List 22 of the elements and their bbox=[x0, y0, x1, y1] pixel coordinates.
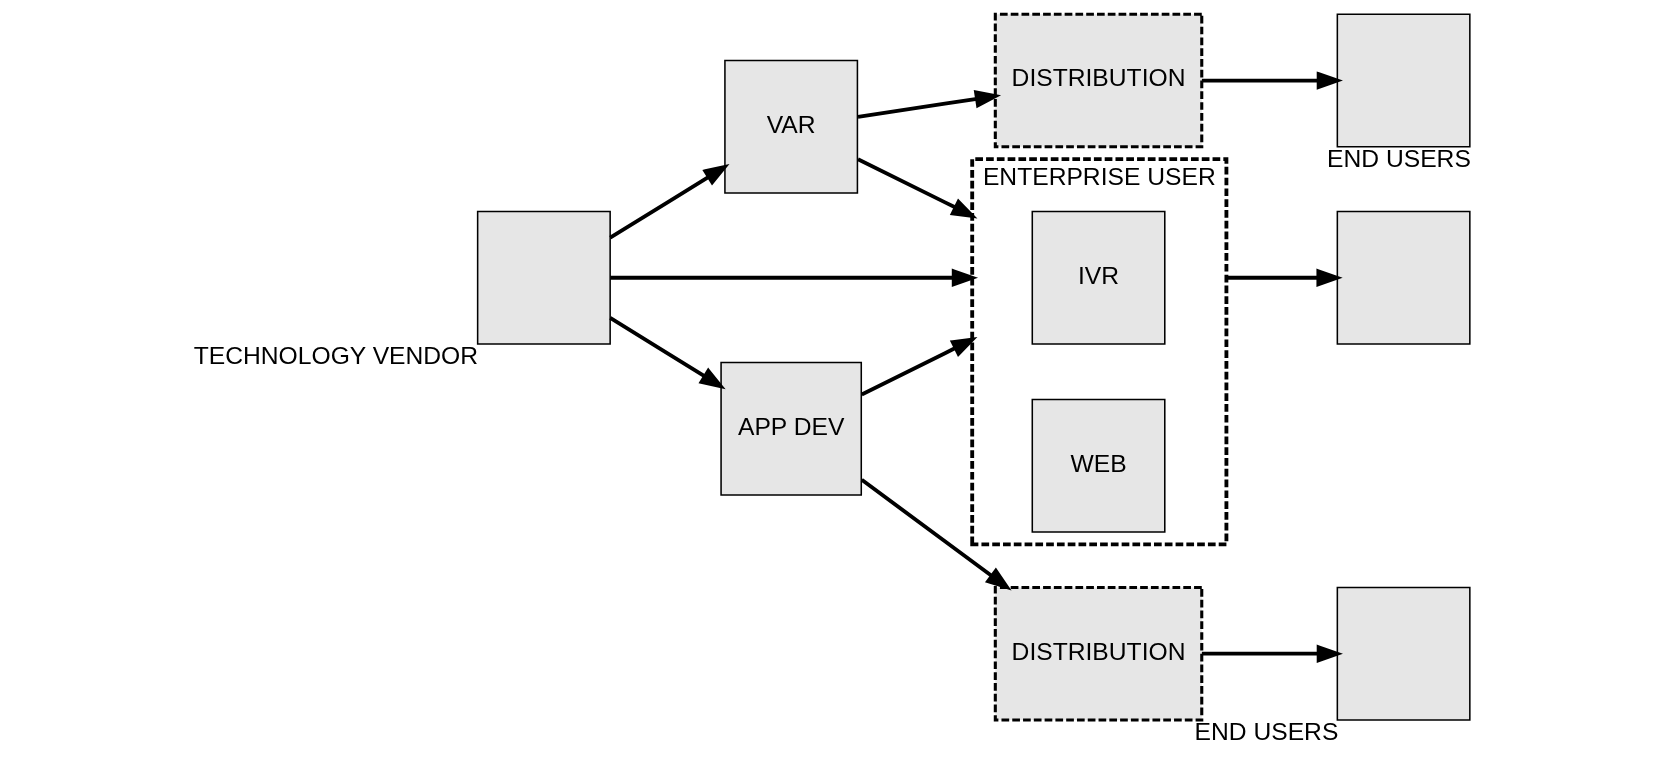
arrow bbox=[1201, 71, 1343, 90]
arrow bbox=[860, 337, 978, 397]
arrow bbox=[857, 90, 1002, 119]
node-box bbox=[1336, 586, 1471, 721]
node-box: IVR bbox=[1031, 210, 1166, 345]
arrow bbox=[609, 316, 726, 390]
arrow bbox=[610, 268, 979, 287]
node-box bbox=[1336, 13, 1471, 148]
arrow bbox=[860, 478, 1012, 591]
node-box bbox=[1336, 210, 1471, 345]
node-box: DISTRIBUTION bbox=[993, 12, 1204, 149]
node-box: APP DEV bbox=[720, 361, 863, 496]
arrow bbox=[857, 157, 978, 219]
node-label: END USERS bbox=[1327, 144, 1471, 172]
node-box: DISTRIBUTION bbox=[993, 585, 1204, 722]
arrow bbox=[1201, 644, 1343, 663]
arrow bbox=[1226, 268, 1343, 287]
node-box: VAR bbox=[724, 59, 859, 194]
node-label: TECHNOLOGY VENDOR bbox=[193, 341, 479, 369]
node-box bbox=[476, 210, 611, 345]
node-box: WEB bbox=[1031, 398, 1166, 533]
arrow bbox=[609, 164, 730, 240]
